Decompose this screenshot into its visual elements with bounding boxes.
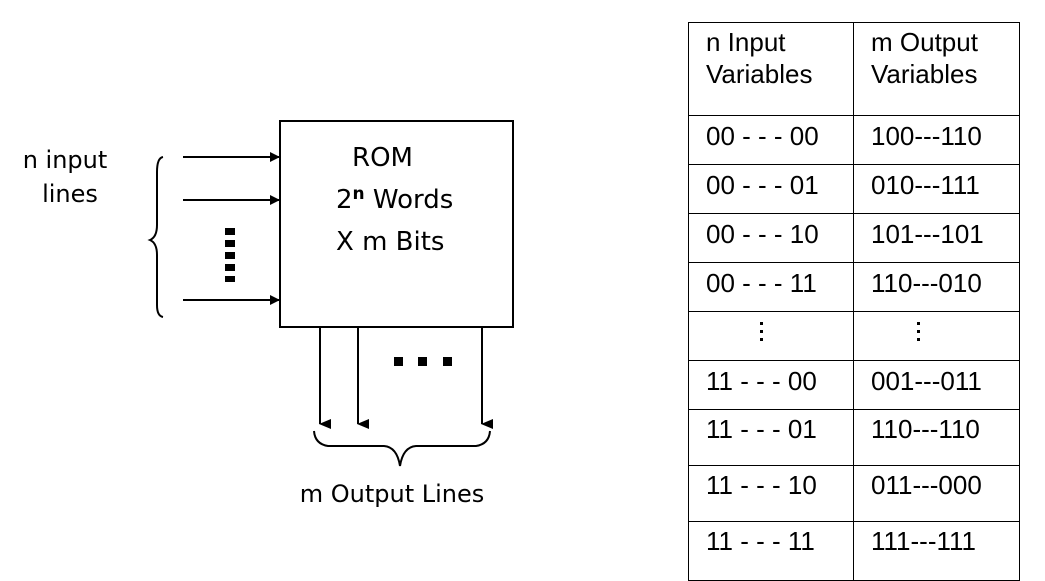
table-row: 11 - - - 00 001---011 xyxy=(688,360,1020,410)
input-brace xyxy=(147,156,164,318)
rom-bits-label: X m Bits xyxy=(336,227,444,257)
output-lines-label: m Output Lines xyxy=(300,480,485,508)
output-brace xyxy=(313,430,491,467)
input-lines-label-line2: lines xyxy=(42,180,98,208)
input-lines-label-line1: n input xyxy=(23,146,108,174)
output-cell: 101---101 xyxy=(853,213,1020,263)
table-row: 00 - - - 01 010---111 xyxy=(688,164,1020,214)
output-cell: 100---110 xyxy=(853,115,1020,165)
input-cell: 11 - - - 01 xyxy=(688,409,854,466)
rom-box xyxy=(279,120,514,328)
rom-words-label: 2n Words xyxy=(336,184,453,215)
input-cell: 00 - - - 00 xyxy=(688,115,854,165)
table-row: 00 - - - 00 100---110 xyxy=(688,115,1020,165)
output-cell: 110---010 xyxy=(853,262,1020,312)
table-row: 11 - - - 01 110---110 xyxy=(688,409,1020,466)
table-row: 00 - - - 10 101---101 xyxy=(688,213,1020,263)
output-cell: 111---111 xyxy=(853,521,1020,581)
output-ellipsis xyxy=(394,357,452,366)
output-cell: 001---011 xyxy=(853,360,1020,410)
ellipsis-row xyxy=(688,311,1020,361)
table-row: 00 - - - 11 110---010 xyxy=(688,262,1020,312)
input-ellipsis xyxy=(225,228,235,282)
input-cell: 00 - - - 10 xyxy=(688,213,854,263)
output-ellipsis-cell xyxy=(853,311,1020,361)
input-cell: 11 - - - 11 xyxy=(688,521,854,581)
rom-title: ROM xyxy=(352,143,413,173)
table-row: 11 - - - 10 011---000 xyxy=(688,465,1020,522)
input-cell: 11 - - - 00 xyxy=(688,360,854,410)
input-cell: 00 - - - 11 xyxy=(688,262,854,312)
table-row: 11 - - - 11 111---111 xyxy=(688,521,1020,581)
input-cell: 11 - - - 10 xyxy=(688,465,854,522)
input-ellipsis-cell xyxy=(688,311,854,361)
rom-words-exponent: n xyxy=(353,184,365,204)
output-cell: 011---000 xyxy=(853,465,1020,522)
input-cell: 00 - - - 01 xyxy=(688,164,854,214)
output-cell: 010---111 xyxy=(853,164,1020,214)
output-cell: 110---110 xyxy=(853,409,1020,466)
